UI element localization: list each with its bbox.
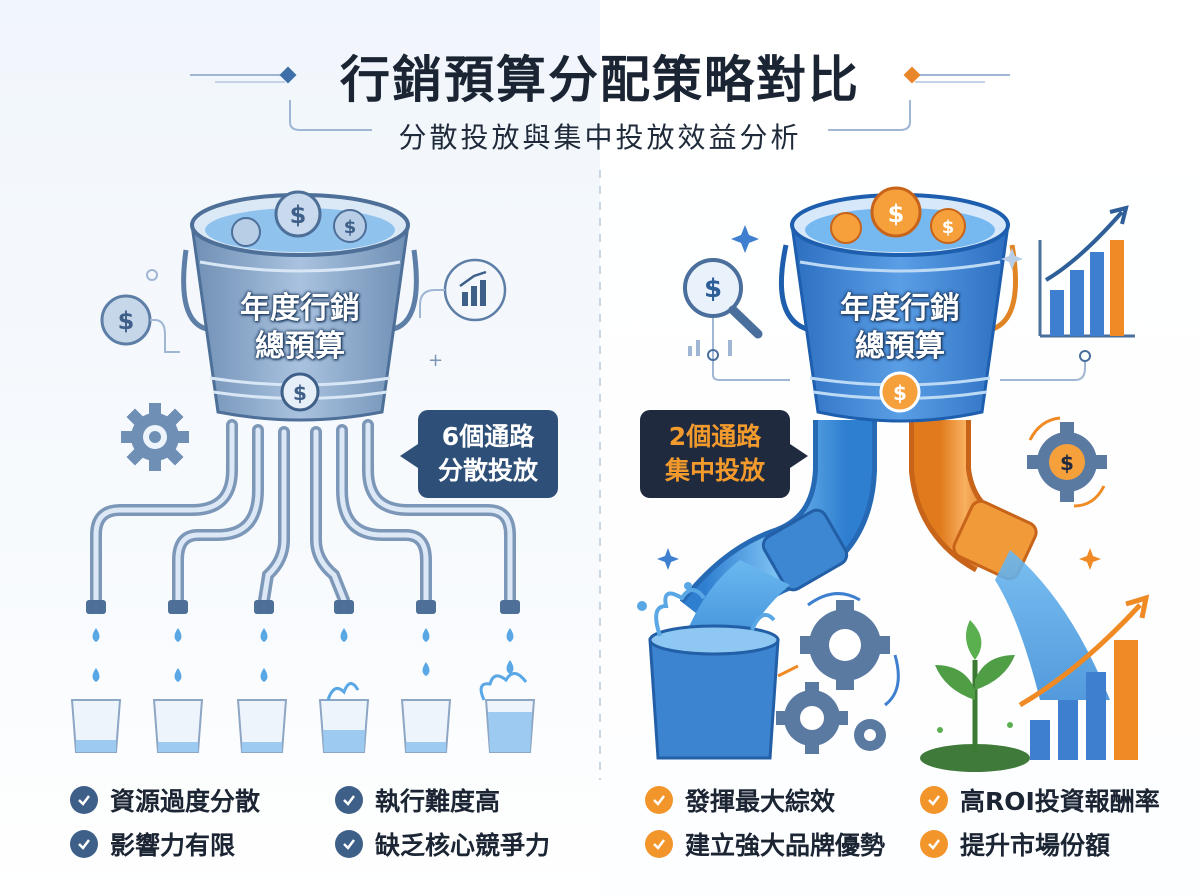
svg-text:$: $ [290, 201, 307, 229]
right-channel-bubble: 2個通路 集中投放 [640, 410, 808, 498]
plant-icon [920, 620, 1030, 772]
svg-text:+: + [428, 350, 443, 371]
page-subtitle: 分散投放與集中投放效益分析 [398, 121, 802, 154]
right-bucket-label: 年度行銷 總預算 [815, 290, 985, 366]
left-bucket-label: 年度行銷 總預算 [215, 290, 385, 366]
svg-text:$: $ [1060, 451, 1074, 475]
left-check-item: 執行難度高 [335, 782, 500, 818]
center-divider [599, 170, 601, 780]
svg-text:$: $ [344, 217, 357, 238]
svg-text:$: $ [942, 217, 955, 238]
check-icon [70, 786, 98, 814]
check-icon [645, 830, 673, 858]
svg-text:$: $ [118, 307, 135, 335]
right-bucket-dollar-icon: $ [879, 371, 921, 413]
right-check-text: 建立強大品牌優勢 [685, 831, 886, 860]
left-bucket-coins-icon: $ $ [231, 190, 367, 247]
filled-bucket [637, 582, 780, 760]
left-pipe-nozzles [86, 600, 520, 614]
left-check-item: 影響力有限 [70, 826, 235, 862]
left-check-text: 缺乏核心競爭力 [375, 831, 551, 860]
svg-text:$: $ [704, 274, 722, 304]
left-bucket-dollar-icon: $ [280, 372, 320, 412]
svg-text:$: $ [888, 200, 905, 228]
right-bucket-coins-icon: $ $ [830, 186, 966, 244]
right-check-item: 發揮最大綜效 [645, 782, 835, 818]
check-icon [920, 830, 948, 858]
left-bucket-label-line1: 年度行銷 [240, 291, 360, 326]
gear-icon [121, 403, 189, 471]
left-bucket-label-line2: 總預算 [255, 329, 345, 364]
left-pipes [90, 419, 516, 606]
growth-chart-icon [1018, 594, 1150, 760]
check-icon [645, 786, 673, 814]
check-icon [335, 786, 363, 814]
left-check-text: 執行難度高 [375, 787, 501, 816]
sparkle-icon [657, 225, 1101, 570]
left-channel-bubble: 6個通路 分散投放 [400, 410, 558, 498]
gear-dollar-icon: $ [1027, 416, 1107, 508]
magnifier-dollar-icon: $ [683, 258, 790, 381]
water-drops-icon [92, 628, 514, 682]
check-icon [920, 786, 948, 814]
right-check-text: 提升市場份額 [960, 831, 1111, 860]
dollar-coin-icon: $ [100, 269, 180, 353]
right-bubble-line2: 集中投放 [664, 456, 765, 485]
left-bubble-line2: 分散投放 [437, 456, 538, 485]
left-check-text: 影響力有限 [110, 831, 236, 860]
right-check-text: 高ROI投資報酬率 [960, 787, 1160, 816]
growth-chart-icon: + [419, 258, 507, 371]
left-check-item: 資源過度分散 [70, 782, 260, 818]
right-check-item: 提升市場份額 [920, 826, 1110, 862]
title-decoration-left [190, 66, 372, 131]
growth-chart-icon [1000, 205, 1135, 381]
check-icon [335, 830, 363, 858]
left-check-item: 缺乏核心競爭力 [335, 826, 550, 862]
left-check-text: 資源過度分散 [110, 787, 261, 816]
right-check-text: 發揮最大綜效 [685, 787, 836, 816]
left-cups [70, 672, 536, 753]
page-title: 行銷預算分配策略對比 [340, 51, 860, 109]
gear-icon [776, 592, 900, 754]
check-icon [70, 830, 98, 858]
right-check-item: 高ROI投資報酬率 [920, 782, 1160, 818]
right-bubble-line1: 2個通路 [668, 422, 762, 451]
title-decoration-right [828, 66, 1010, 131]
right-check-item: 建立強大品牌優勢 [645, 826, 885, 862]
svg-text:$: $ [293, 381, 307, 405]
svg-text:$: $ [893, 381, 907, 405]
left-bubble-line1: 6個通路 [441, 422, 535, 451]
right-bucket-label-line1: 年度行銷 [840, 291, 960, 326]
right-bucket-label-line2: 總預算 [855, 329, 945, 364]
